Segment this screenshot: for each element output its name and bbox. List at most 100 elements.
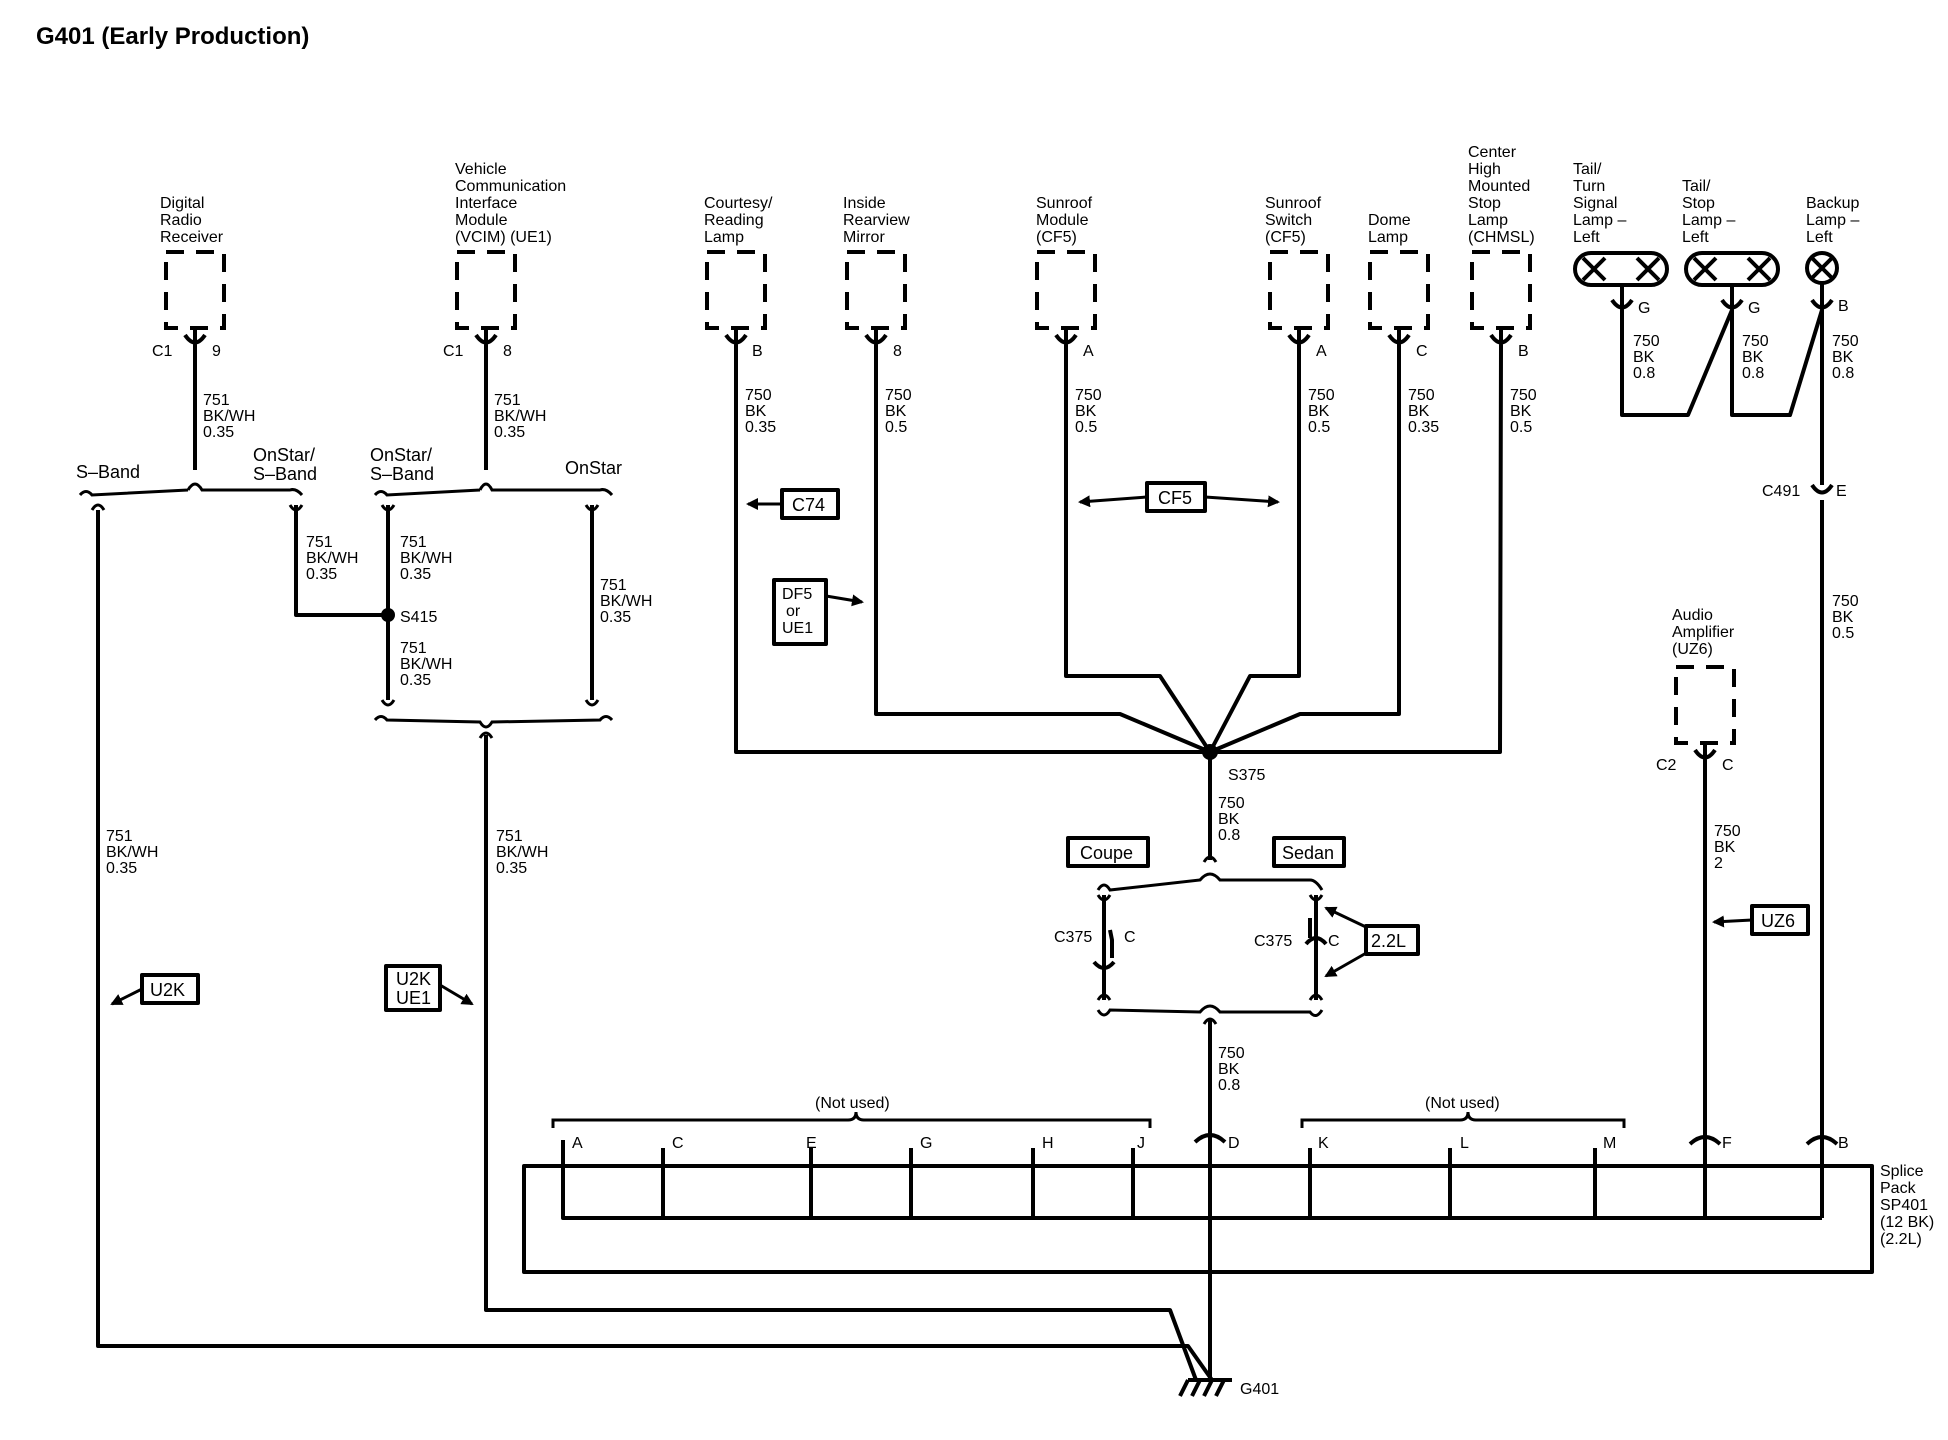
u2k-ue1-box xyxy=(384,964,442,1012)
s415-splice-dot xyxy=(381,608,395,622)
svg-text:8: 8 xyxy=(503,343,512,360)
svg-text:C375: C375 xyxy=(1254,933,1292,950)
svg-text:K: K xyxy=(1318,1135,1329,1152)
splice-pack-body xyxy=(522,1164,1874,1274)
svg-text:C: C xyxy=(1416,343,1428,360)
svg-text:H: H xyxy=(1042,1135,1054,1152)
coupe-box xyxy=(1066,836,1150,868)
svg-text:C: C xyxy=(1124,929,1136,946)
svg-text:C1: C1 xyxy=(152,343,173,360)
svg-text:G: G xyxy=(920,1135,932,1152)
ground-label: G401 xyxy=(1240,1381,1279,1398)
svg-text:8: 8 xyxy=(893,343,902,360)
s375-splice-dot xyxy=(1202,744,1218,760)
2-2l-box xyxy=(1364,924,1420,956)
svg-text:L: L xyxy=(1460,1135,1469,1152)
courtesy-lamp-box xyxy=(705,250,767,330)
svg-text:S–Band: S–Band xyxy=(76,462,140,482)
svg-text:(Not used): (Not used) xyxy=(1425,1095,1500,1112)
s415-label: S415 xyxy=(400,609,437,626)
svg-text:A: A xyxy=(572,1135,583,1152)
chmsl-box xyxy=(1470,250,1532,330)
svg-text:B: B xyxy=(1838,1135,1849,1152)
tail-turn-lamp-icon xyxy=(1573,251,1669,287)
svg-text:M: M xyxy=(1603,1135,1616,1152)
svg-text:OnStar/S–Band: OnStar/S–Band xyxy=(370,445,434,484)
svg-text:B: B xyxy=(1838,298,1849,315)
svg-text:A: A xyxy=(1316,343,1327,360)
svg-text:F: F xyxy=(1722,1135,1732,1152)
diagram-title: G401 (Early Production) xyxy=(36,23,309,50)
sunroof-switch-box xyxy=(1268,250,1330,330)
svg-text:C: C xyxy=(1722,757,1734,774)
svg-text:C1: C1 xyxy=(443,343,464,360)
s375-label: S375 xyxy=(1228,767,1265,784)
c375-connectors: C375 C C375 C xyxy=(1054,929,1340,970)
svg-text:C74: C74 xyxy=(792,495,825,515)
svg-text:E: E xyxy=(806,1135,817,1152)
svg-text:A: A xyxy=(1083,343,1094,360)
svg-text:C491: C491 xyxy=(1762,483,1800,500)
svg-text:E: E xyxy=(1836,483,1847,500)
svg-text:J: J xyxy=(1137,1135,1145,1152)
svg-text:OnStar/S–Band: OnStar/S–Band xyxy=(253,445,317,484)
lamp-symbols xyxy=(1573,251,1839,287)
sunroof-module-box xyxy=(1035,250,1097,330)
svg-text:C: C xyxy=(1328,933,1340,950)
connector-symbols xyxy=(183,283,1834,760)
svg-text:2.2L: 2.2L xyxy=(1371,931,1406,951)
dome-lamp-box xyxy=(1368,250,1430,330)
vcim-box xyxy=(455,250,517,330)
pin-labels: C1 9 C1 8 B 8 A A C B G G B C491 E C2 C xyxy=(152,298,1849,774)
branch-labels: S–Band OnStar/S–Band OnStar/S–Band OnSta… xyxy=(76,445,1500,1112)
svg-text:Coupe: Coupe xyxy=(1080,843,1133,863)
df5-ue1-box xyxy=(772,578,828,646)
splice-pack: A C E G H J D K L M F B xyxy=(522,1111,1874,1274)
svg-text:CF5: CF5 xyxy=(1158,488,1192,508)
svg-text:Sedan: Sedan xyxy=(1282,843,1334,863)
svg-text:C375: C375 xyxy=(1054,929,1092,946)
ground-symbol: G401 xyxy=(1178,1378,1279,1398)
svg-text:(Not used): (Not used) xyxy=(815,1095,890,1112)
wires xyxy=(78,309,1824,1382)
svg-text:C2: C2 xyxy=(1656,757,1677,774)
svg-text:U2K: U2K xyxy=(150,980,185,1000)
svg-text:OnStar: OnStar xyxy=(565,458,622,478)
